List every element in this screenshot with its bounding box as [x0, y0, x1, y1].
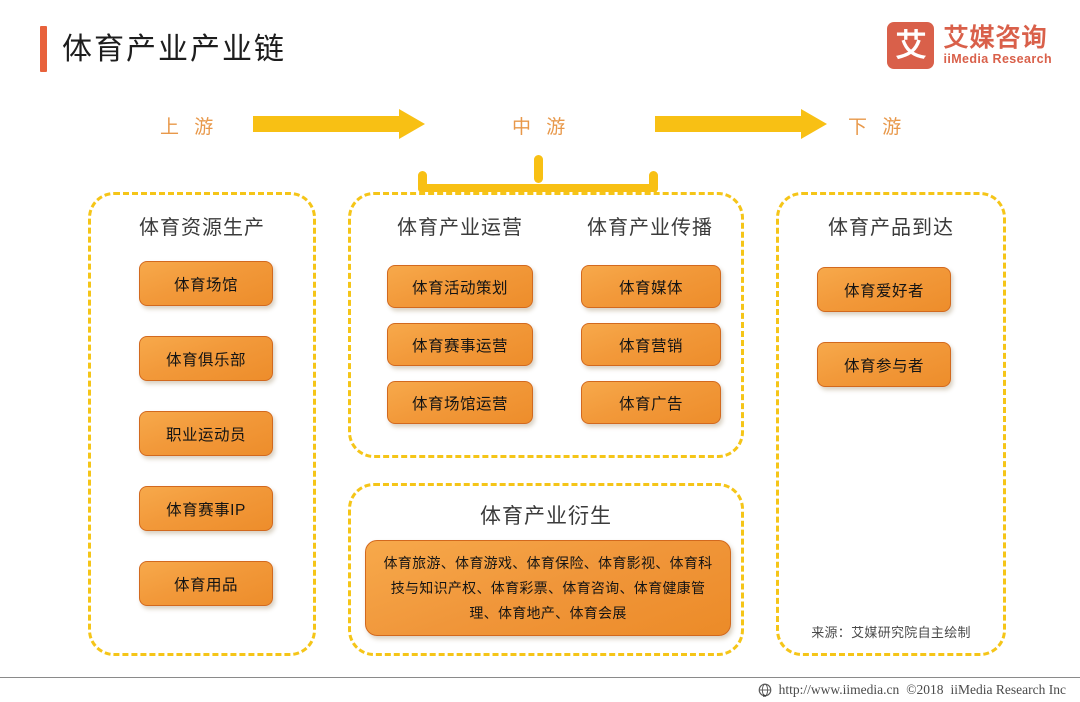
panel-derivative: 体育产业衍生 体育旅游、体育游戏、体育保险、体育影视、体育科技与知识产权、体育彩… — [348, 483, 744, 656]
flow-label-upstream: 上 游 — [160, 117, 219, 138]
arrow-right-icon-midstream-to-downstream — [655, 109, 827, 139]
subpanel-operation: 体育产业运营 体育活动策划 体育赛事运营 体育场馆运营 — [365, 195, 555, 455]
footer-company: iiMedia Research Inc — [950, 682, 1066, 697]
footer: http://www.iimedia.cn ©2018 iiMedia Rese… — [758, 682, 1066, 698]
node-upstream-1[interactable]: 体育俱乐部 — [139, 336, 273, 381]
flow-label-downstream: 下 游 — [848, 117, 907, 138]
source-note: 来源：艾媒研究院自主绘制 — [811, 625, 971, 640]
iimedia-logo: 艾 艾媒咨询 iiMedia Research — [887, 22, 1052, 69]
node-upstream-4[interactable]: 体育用品 — [139, 561, 273, 606]
panel-downstream: 体育产品到达 体育爱好者 体育参与者 来源：艾媒研究院自主绘制 — [776, 192, 1006, 656]
globe-icon — [758, 683, 772, 698]
panel-midstream-top: 体育产业运营 体育活动策划 体育赛事运营 体育场馆运营 体育产业传播 体育媒体 … — [348, 192, 744, 458]
panel-header-upstream: 体育资源生产 — [139, 217, 265, 239]
midstream-bracket-icon — [418, 155, 658, 193]
node-downstream-1[interactable]: 体育参与者 — [817, 342, 951, 387]
logo-name-en: iiMedia Research — [943, 51, 1052, 66]
node-operation-0[interactable]: 体育活动策划 — [387, 265, 533, 308]
subpanel-communication: 体育产业传播 体育媒体 体育营销 体育广告 — [555, 195, 745, 455]
panel-upstream: 体育资源生产 体育场馆 体育俱乐部 职业运动员 体育赛事IP 体育用品 — [88, 192, 316, 656]
node-operation-2[interactable]: 体育场馆运营 — [387, 381, 533, 424]
panel-header-downstream: 体育产品到达 — [828, 217, 954, 239]
footer-url[interactable]: http://www.iimedia.cn — [778, 682, 900, 697]
flow-label-midstream: 中 游 — [512, 117, 571, 138]
footer-copyright: ©2018 — [906, 682, 944, 697]
node-upstream-0[interactable]: 体育场馆 — [139, 261, 273, 306]
panel-header-communication: 体育产业传播 — [587, 217, 713, 239]
footer-divider — [0, 677, 1080, 678]
logo-name-cn: 艾媒咨询 — [943, 23, 1048, 52]
node-upstream-2[interactable]: 职业运动员 — [139, 411, 273, 456]
arrow-right-icon-upstream-to-midstream — [253, 109, 425, 139]
node-downstream-0[interactable]: 体育爱好者 — [817, 267, 951, 312]
node-communication-2[interactable]: 体育广告 — [581, 381, 721, 424]
derivative-text: 体育旅游、体育游戏、体育保险、体育影视、体育科技与知识产权、体育彩票、体育咨询、… — [383, 554, 713, 621]
node-operation-1[interactable]: 体育赛事运营 — [387, 323, 533, 366]
node-communication-0[interactable]: 体育媒体 — [581, 265, 721, 308]
title-accent-bar — [40, 26, 47, 72]
node-communication-1[interactable]: 体育营销 — [581, 323, 721, 366]
page-title: 体育产业产业链 — [62, 33, 286, 66]
node-derivative-list[interactable]: 体育旅游、体育游戏、体育保险、体育影视、体育科技与知识产权、体育彩票、体育咨询、… — [365, 540, 731, 636]
panel-header-operation: 体育产业运营 — [397, 217, 523, 239]
logo-mark-icon: 艾 — [887, 22, 935, 69]
node-upstream-3[interactable]: 体育赛事IP — [139, 486, 273, 531]
panel-header-derivative: 体育产业衍生 — [480, 505, 612, 528]
